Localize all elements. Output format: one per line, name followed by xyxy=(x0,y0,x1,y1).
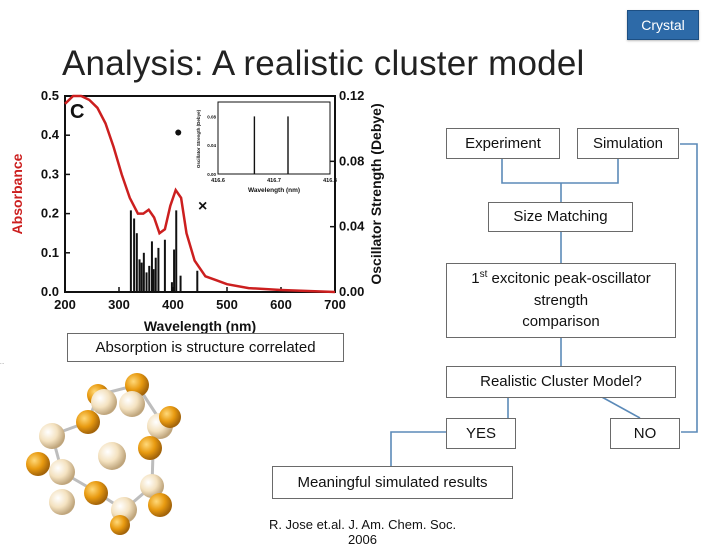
peak-marker: × xyxy=(198,198,207,215)
sulfur-atom xyxy=(119,391,145,417)
y-left-tick-label: 0.0 xyxy=(41,284,59,299)
sulfur-atom xyxy=(39,423,65,449)
absorption-chart: 200 300 400 500 600 700 0.0 0.1 0.2 0.3 0.4 0.5 0.… xyxy=(9,88,384,334)
sulfur-atom xyxy=(98,442,126,470)
experiment-box: Experiment xyxy=(446,128,560,159)
x-axis-label: Wavelength (nm) xyxy=(144,318,256,334)
inset-x-tick-label: 416.6 xyxy=(211,178,225,184)
connector-exp-sim xyxy=(501,157,619,184)
inset-y-tick-label: 0.04 xyxy=(207,143,216,148)
connector-no-loop xyxy=(680,143,698,433)
y-left-tick-label: 0.4 xyxy=(41,127,60,142)
x-tick-label: 400 xyxy=(162,297,184,312)
y-right-tick-group: 0.00 0.04 0.08 0.12 xyxy=(330,88,365,299)
sulfur-atom xyxy=(140,474,164,498)
x-tick-label: 200 xyxy=(54,297,76,312)
x-tick-label: 600 xyxy=(270,297,292,312)
inset-x-tick-label: 416.8 xyxy=(323,178,337,184)
y-right-tick-label: 0.08 xyxy=(339,153,364,168)
y-left-tick-group: 0.0 0.1 0.2 0.3 0.4 0.5 xyxy=(41,88,70,299)
sulfur-atom xyxy=(49,489,75,515)
crystal-tag: Crystal xyxy=(627,10,699,40)
inset-x-label: Wavelength (nm) xyxy=(248,187,300,194)
gold-atom xyxy=(138,436,162,460)
x-tick-label: 700 xyxy=(324,297,346,312)
tiny-label: ... xyxy=(0,360,5,366)
oscillator-sticks xyxy=(129,210,199,292)
chart-axes xyxy=(64,95,336,293)
y-right-tick-label: 0.00 xyxy=(339,284,364,299)
gold-atom xyxy=(84,481,108,505)
gold-atom xyxy=(26,452,50,476)
inset-y-label: Oscillator Strength (Debye) xyxy=(196,109,201,168)
x-tick-label: 300 xyxy=(108,297,130,312)
peak-marker: ● xyxy=(174,123,182,139)
realistic-cluster-box: Realistic Cluster Model? xyxy=(446,366,676,398)
gold-atom xyxy=(159,406,181,428)
plot-frame xyxy=(64,95,336,293)
inset-frame xyxy=(217,101,331,175)
y-left-axis-label: Absorbance xyxy=(9,153,25,234)
gold-atom xyxy=(148,493,172,517)
sulfur-atom xyxy=(91,389,117,415)
slide-title: Analysis: A realistic cluster model xyxy=(62,44,585,83)
gold-atom xyxy=(76,410,100,434)
cluster-model-image xyxy=(26,373,181,535)
y-right-tick-label: 0.12 xyxy=(339,88,364,103)
simulation-box: Simulation xyxy=(577,128,679,159)
exciton-line-3: comparison xyxy=(522,313,600,331)
y-right-tick-label: 0.04 xyxy=(339,219,365,234)
sulfur-atom xyxy=(49,459,75,485)
inset-y-tick-label: 0.08 xyxy=(207,114,216,119)
inset-ticks: 416.6 416.7 416.8 0.00 0.04 0.08 xyxy=(207,114,337,184)
x-tick-label: 500 xyxy=(216,297,238,312)
absorbance-curve xyxy=(64,94,336,294)
connector-to-no xyxy=(599,395,641,419)
y-left-tick-label: 0.2 xyxy=(41,206,59,221)
gold-atom xyxy=(110,515,130,535)
atoms xyxy=(26,373,181,535)
inset-y-tick-label: 0.00 xyxy=(207,172,216,177)
x-tick-group: 200 300 400 500 600 700 xyxy=(54,287,346,312)
absorption-caption: Absorption is structure correlated xyxy=(67,333,344,362)
peak-markers: ●× xyxy=(174,123,207,214)
y-left-tick-label: 0.5 xyxy=(41,88,59,103)
no-box: NO xyxy=(610,418,680,449)
meaningful-results-box: Meaningful simulated results xyxy=(272,466,513,499)
reference-citation: R. Jose et.al. J. Am. Chem. Soc. 2006 xyxy=(268,517,457,547)
gold-atom xyxy=(125,373,149,397)
y-left-tick-label: 0.1 xyxy=(41,245,59,260)
inset-plot: 416.6 416.7 416.8 0.00 0.04 0.08 Wavelength (… xyxy=(196,101,337,194)
inset-x-tick-label: 416.7 xyxy=(267,178,281,184)
exciton-line-1: 1st excitonic peak-oscillator xyxy=(471,268,651,287)
size-matching-box: Size Matching xyxy=(488,202,633,232)
yes-box: YES xyxy=(446,418,516,449)
y-left-tick-label: 0.3 xyxy=(41,166,59,181)
exciton-line-2: strength xyxy=(533,291,589,309)
inset-sticks xyxy=(253,116,289,174)
y-right-axis-label: Oscillator Strength (Debye) xyxy=(368,103,384,284)
exciton-comparison-box: 1st excitonic peak-oscillator strength c… xyxy=(446,263,676,338)
panel-letter: C xyxy=(70,101,84,123)
